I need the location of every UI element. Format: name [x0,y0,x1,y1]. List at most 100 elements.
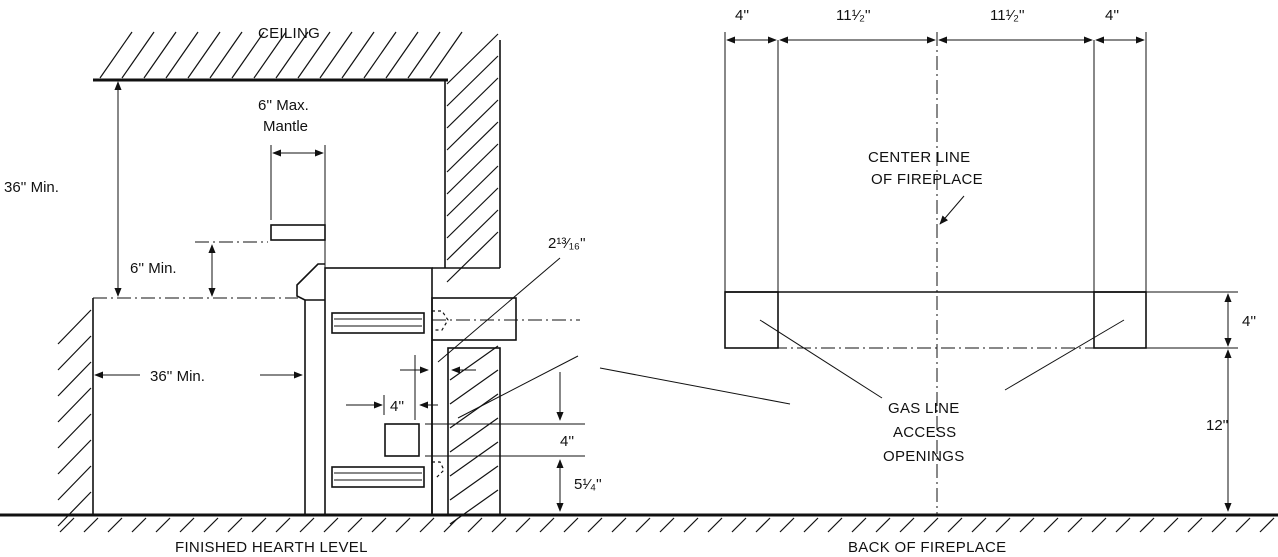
hatch-line [251,517,267,533]
hatch-line [1187,517,1203,533]
hatch-line [1091,517,1107,533]
hatch-line [449,393,499,429]
right-dim-12-label: 12'' [1206,417,1229,434]
hatch-line [187,31,221,79]
hatch-line [231,31,265,79]
top-dim-1-label: 4'' [735,7,749,24]
hatch-line [659,517,675,533]
floor-hatch [59,517,1275,533]
center-line-label-2: OF FIREPLACE [871,171,983,188]
hatch-line [446,121,499,173]
hatch-line [947,517,963,533]
hatch-line [446,187,499,239]
gas-access-box [384,423,420,457]
leader-side-upper [457,355,579,419]
hatch-line [1235,517,1251,533]
hatch-line [227,517,243,533]
hatch-line [57,335,92,371]
horizontal-36-label: 36'' Min. [150,368,205,385]
hatch-line [319,31,353,79]
hatch-line [1115,517,1131,533]
hatch-line [347,517,363,533]
hatch-line [275,517,291,533]
hatch-line [299,517,315,533]
hatch-line [275,31,309,79]
vent-collar [432,310,449,331]
hatch-line [446,33,499,85]
hatch-line [57,439,92,475]
hatch-line [165,31,199,79]
right-dim-4-label: 4'' [1242,313,1256,330]
hatch-line [57,465,92,501]
hatch-line [1139,517,1155,533]
gas-line-label-1: GAS LINE [888,400,960,417]
hatch-line [875,517,891,533]
hatch-line [1163,517,1179,533]
hatch-line [363,31,397,79]
finished-hearth-label: FINISHED HEARTH LEVEL [175,539,368,556]
hatch-line [1067,517,1083,533]
hatch-line [449,441,499,477]
left-wall-hatch [57,309,92,527]
hatch-line [449,465,499,501]
vent-pipe [431,297,517,341]
hatch-line [297,31,331,79]
gas-access-dots [432,461,445,479]
hatch-line [923,517,939,533]
gas-line-label-3: OPENINGS [883,448,965,465]
gas-leader-right [1004,319,1125,391]
center-line-leader [939,195,965,225]
hatch-line [385,31,419,79]
hatch-line [419,517,435,533]
mantle-label: Mantle [263,118,308,135]
ceiling-hatch [99,31,463,79]
hatch-line [99,31,133,79]
hatch-line [731,517,747,533]
hatch-line [57,309,92,345]
dim-4-side-label: 4'' [390,398,404,415]
six-min-label: 6'' Min. [130,260,177,277]
hatch-line [57,387,92,423]
hatch-line [59,517,75,533]
upper-louver [331,312,425,334]
hatch-line [755,517,771,533]
hatch-line [467,517,483,533]
hatch-line [155,517,171,533]
hatch-line [143,31,177,79]
hatch-line [449,345,499,381]
hatch-line [611,517,627,533]
fireplace-front-top [296,263,325,515]
hatch-line [57,361,92,397]
hatch-line [803,517,819,533]
hatch-line [707,517,723,533]
hatch-line [446,231,499,283]
hatch-line [443,517,459,533]
hatch-line [1259,517,1275,533]
hatch-line [395,517,411,533]
hatch-line [587,517,603,533]
center-line-label-1: CENTER LINE [868,149,971,166]
hatch-line [341,31,375,79]
mantle-max-label: 6'' Max. [258,97,309,114]
hatch-line [563,517,579,533]
hatch-line [446,99,499,151]
hatch-line [1211,517,1227,533]
right-wall-hatch [446,33,499,283]
mantle-shelf [270,224,326,241]
hatch-line [779,517,795,533]
gas-opening-left [724,291,779,349]
gas-opening-right [1093,291,1147,349]
lower-wall-section [447,347,501,516]
hatch-line [253,31,287,79]
hatch-line [407,31,441,79]
hatch-line [57,413,92,449]
hatch-line [899,517,915,533]
hatch-line [179,517,195,533]
hatch-line [449,369,499,405]
dim-2-13-16-label: 2¹³⁄₁₆'' [548,235,586,252]
hatch-line [107,517,123,533]
leader-side-lower [599,367,791,405]
hatch-line [515,517,531,533]
gas-line-label-2: ACCESS [893,424,957,441]
hatch-line [209,31,243,79]
